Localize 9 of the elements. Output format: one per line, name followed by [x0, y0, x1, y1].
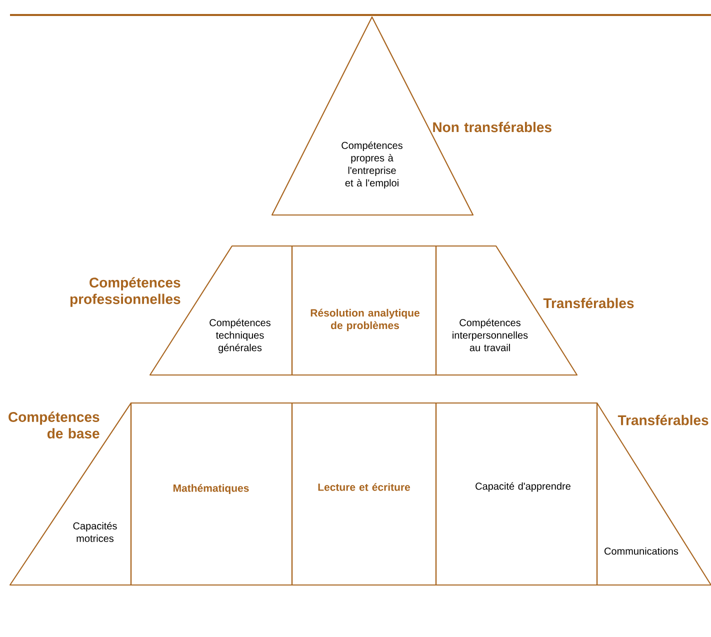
- pyramid-cell: Résolution analytique de problèmes: [291, 245, 437, 376]
- tier-label: Compétences de base: [8, 412, 100, 438]
- tier-label: Transférables: [618, 414, 708, 426]
- tier-label: Non transférables: [433, 122, 552, 132]
- pyramid-cell: Lecture et écriture: [291, 402, 437, 586]
- pyramid-cell: Mathématiques: [130, 402, 293, 586]
- pyramid-cell: Capacité d'apprendre: [435, 402, 598, 586]
- tier-label: Compétences professionnelles: [70, 277, 180, 307]
- tier-label: Transférables: [543, 298, 634, 308]
